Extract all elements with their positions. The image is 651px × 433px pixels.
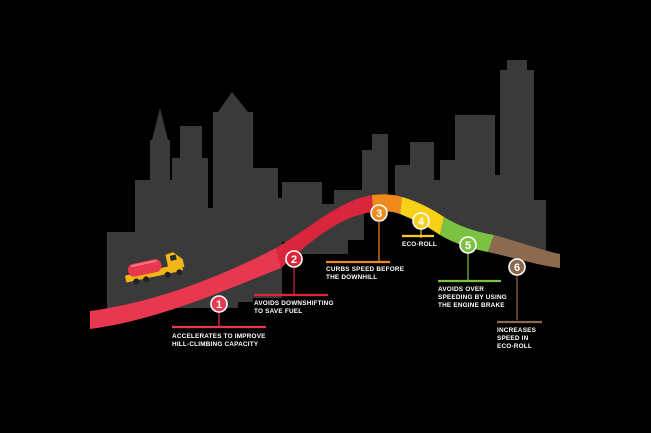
step-badge-3: 3	[370, 204, 388, 222]
step-badge-4: 4	[412, 212, 430, 230]
step-label-5: AVOIDS OVER SPEEDING BY USING THE ENGINE…	[438, 286, 507, 309]
svg-text:1: 1	[216, 299, 222, 311]
step-label-6: INCREASES SPEED IN ECO-ROLL	[497, 327, 537, 350]
truck-icon	[125, 252, 185, 285]
label-rules	[172, 234, 542, 329]
city-skyline	[107, 60, 546, 312]
road-segment-5	[440, 217, 494, 252]
svg-text:5: 5	[465, 240, 471, 252]
step-badge-5: 5	[459, 236, 477, 254]
step-label-1: ACCELERATES TO IMPROVE HILL-CLIMBING CAP…	[172, 333, 266, 348]
step-label-4: ECO-ROLL	[402, 241, 437, 248]
road-segment-6	[488, 235, 560, 268]
svg-text:3: 3	[376, 208, 382, 220]
road-segment-2	[276, 195, 373, 268]
step-badge-1: 1	[210, 295, 228, 313]
step-badges: 1 2 3 4 5 6	[210, 204, 526, 313]
svg-text:6: 6	[514, 262, 520, 274]
road-segment-1	[90, 248, 281, 329]
svg-text:4: 4	[418, 216, 425, 228]
step-badge-6: 6	[508, 258, 526, 276]
svg-text:2: 2	[291, 254, 297, 266]
step-label-3: CURBS SPEED BEFORE THE DOWNHILL	[326, 266, 405, 281]
step-badge-2: 2	[285, 250, 303, 268]
step-label-2: AVOIDS DOWNSHIFTING TO SAVE FUEL	[254, 300, 334, 315]
